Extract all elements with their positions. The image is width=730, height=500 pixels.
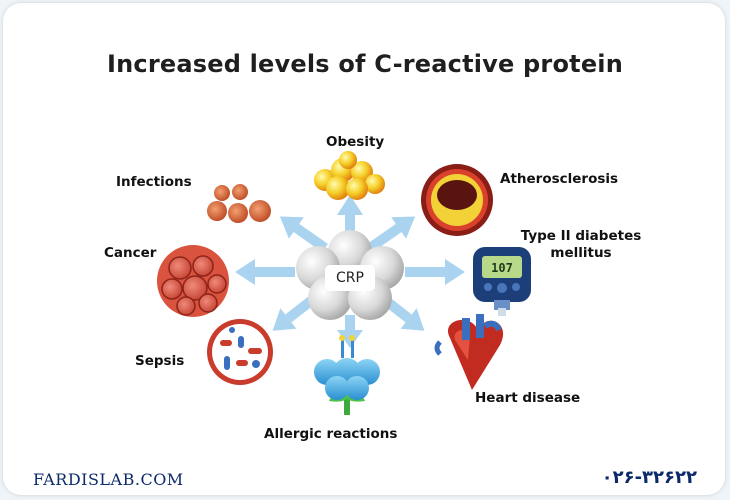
label-allergic-reactions: Allergic reactions xyxy=(264,426,398,442)
sepsis-icon xyxy=(207,319,273,385)
label-diabetes-line2: mellitus xyxy=(550,245,612,261)
obesity-icon xyxy=(314,151,385,200)
infections-icon xyxy=(207,184,271,223)
flower-icon xyxy=(314,335,380,415)
crp-label: CRP xyxy=(325,265,375,291)
label-diabetes: Type II diabetes mellitus xyxy=(510,228,652,262)
crp-protein-icon xyxy=(296,230,404,320)
footer-phone: ۰۲۶-۳۲۶۲۲ xyxy=(601,467,697,488)
arrow-atherosclerosis xyxy=(367,216,416,253)
arrow-sepsis xyxy=(272,296,316,331)
label-infections: Infections xyxy=(116,174,192,190)
cancer-icon xyxy=(157,245,229,317)
label-obesity: Obesity xyxy=(326,134,385,150)
label-cancer: Cancer xyxy=(104,245,157,261)
label-sepsis: Sepsis xyxy=(135,353,185,369)
arrow-allergic xyxy=(337,315,363,348)
atherosclerosis-icon xyxy=(421,164,493,236)
glucometer-icon: 107 xyxy=(473,247,531,316)
arrow-cancer xyxy=(235,259,295,285)
page-title: Increased levels of C-reactive protein xyxy=(106,50,624,78)
arrow-diabetes xyxy=(405,259,465,285)
heart-icon xyxy=(434,314,504,390)
label-heart-disease: Heart disease xyxy=(475,390,581,406)
label-atherosclerosis: Atherosclerosis xyxy=(500,171,619,187)
glucometer-reading: 107 xyxy=(491,261,513,275)
arrow-infections xyxy=(279,216,328,253)
footer-site: FARDISLAB.COM xyxy=(33,470,184,489)
label-diabetes-line1: Type II diabetes xyxy=(520,228,642,244)
